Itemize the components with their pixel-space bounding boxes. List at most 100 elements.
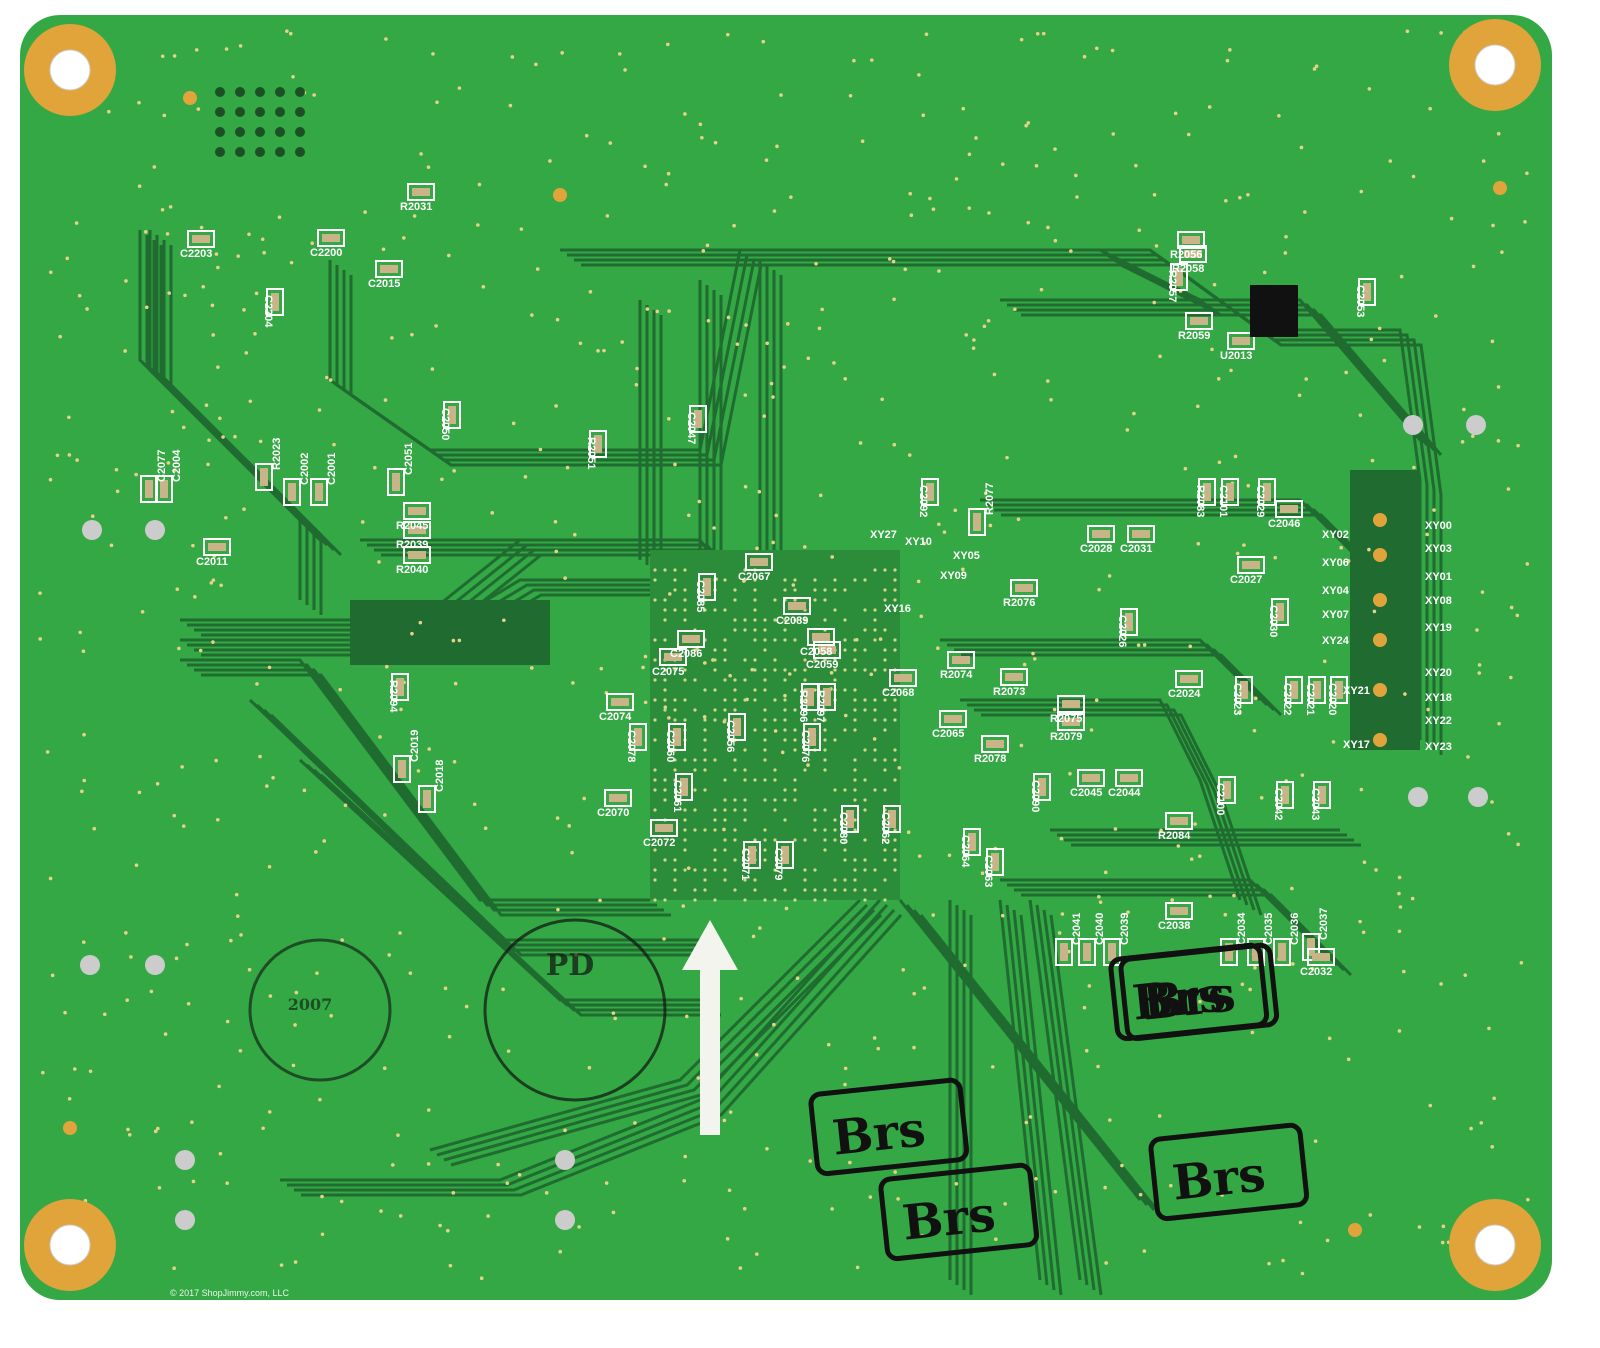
- via: [340, 938, 344, 942]
- via: [1034, 164, 1039, 168]
- bga-via: [773, 778, 777, 782]
- bga-via: [823, 718, 827, 722]
- via: [1057, 931, 1062, 935]
- component-outline: [1198, 478, 1216, 506]
- via: [224, 515, 228, 520]
- via: [578, 341, 583, 346]
- smd-component: [808, 728, 816, 746]
- via: [683, 1154, 688, 1159]
- bga-via: [873, 568, 877, 572]
- via: [1291, 962, 1295, 966]
- bga-via: [673, 768, 677, 772]
- via: [124, 931, 128, 935]
- bga-via: [763, 748, 767, 752]
- bga-via: [733, 708, 737, 712]
- silkscreen-label: C2043: [1309, 788, 1321, 820]
- smd-component: [894, 674, 912, 682]
- bga-via: [653, 768, 657, 772]
- component-outline: [659, 648, 687, 666]
- silkscreen-label: R2045: [396, 520, 428, 532]
- bga-via: [713, 868, 717, 872]
- via: [1246, 192, 1250, 197]
- smd-component: [1108, 943, 1116, 961]
- smd-component: [968, 833, 976, 851]
- screw-hole: [1466, 415, 1486, 435]
- bga-via: [843, 688, 847, 692]
- via: [126, 1127, 130, 1132]
- via: [963, 963, 967, 968]
- silkscreen-label: XY24: [1322, 635, 1350, 647]
- trace: [301, 913, 903, 1197]
- via: [565, 465, 570, 470]
- bga-via: [843, 648, 847, 652]
- via: [1225, 58, 1230, 63]
- screw-hole: [80, 955, 100, 975]
- via: [961, 567, 965, 572]
- via: [817, 326, 822, 331]
- via: [826, 1042, 831, 1047]
- silkscreen-label: C2032: [1300, 966, 1332, 978]
- trace: [1014, 308, 1436, 451]
- mounting-holes: [24, 19, 1541, 1291]
- via: [185, 942, 189, 947]
- via: [1253, 965, 1257, 970]
- trace: [180, 658, 650, 902]
- via: [1096, 1064, 1100, 1069]
- via: [426, 165, 431, 169]
- component-outline: [783, 597, 811, 615]
- trace: [1049, 914, 1103, 1296]
- via: [1410, 896, 1415, 901]
- bga-via: [883, 698, 887, 702]
- bga-via: [773, 718, 777, 722]
- smd-component: [1203, 483, 1211, 501]
- bga-via: [853, 858, 857, 862]
- via: [426, 1108, 431, 1112]
- via: [382, 1066, 387, 1070]
- silkscreen-label: C2204: [262, 295, 274, 328]
- via: [1136, 643, 1141, 647]
- component-outline: [1177, 231, 1205, 249]
- pad: [1348, 1223, 1362, 1237]
- silkscreen-label: C2075: [652, 666, 684, 678]
- via: [127, 1132, 132, 1137]
- trace: [360, 470, 642, 542]
- via: [440, 477, 444, 482]
- bga-via: [893, 608, 897, 612]
- smd-component: [1307, 938, 1315, 956]
- via: [773, 729, 778, 733]
- via: [771, 540, 775, 545]
- bga-via: [773, 798, 777, 802]
- via: [936, 646, 940, 651]
- silkscreen-label: XY18: [1425, 692, 1452, 704]
- via: [183, 293, 187, 298]
- via: [1405, 29, 1410, 34]
- via: [502, 618, 506, 623]
- via: [517, 1172, 522, 1177]
- copper-pour: [350, 600, 550, 665]
- via: [90, 514, 95, 519]
- via: [1220, 1193, 1224, 1197]
- bga-via: [763, 648, 767, 652]
- via: [1262, 270, 1267, 275]
- via: [430, 367, 435, 371]
- silkscreen-label: R2073: [993, 686, 1025, 698]
- via: [878, 637, 883, 641]
- bga-via: [663, 638, 667, 642]
- smd-component: [1015, 584, 1033, 592]
- smd-component: [380, 265, 398, 273]
- via: [1134, 163, 1138, 168]
- via: [1399, 274, 1404, 279]
- via: [761, 39, 766, 44]
- bga-via: [853, 778, 857, 782]
- bga-via: [893, 838, 897, 842]
- bga-via: [833, 738, 837, 742]
- via: [771, 395, 775, 399]
- bga-via: [883, 768, 887, 772]
- via: [892, 442, 897, 447]
- bga-via: [673, 698, 677, 702]
- component-outline: [1330, 676, 1348, 704]
- via: [262, 250, 266, 255]
- via: [196, 107, 201, 111]
- via: [1103, 1185, 1107, 1190]
